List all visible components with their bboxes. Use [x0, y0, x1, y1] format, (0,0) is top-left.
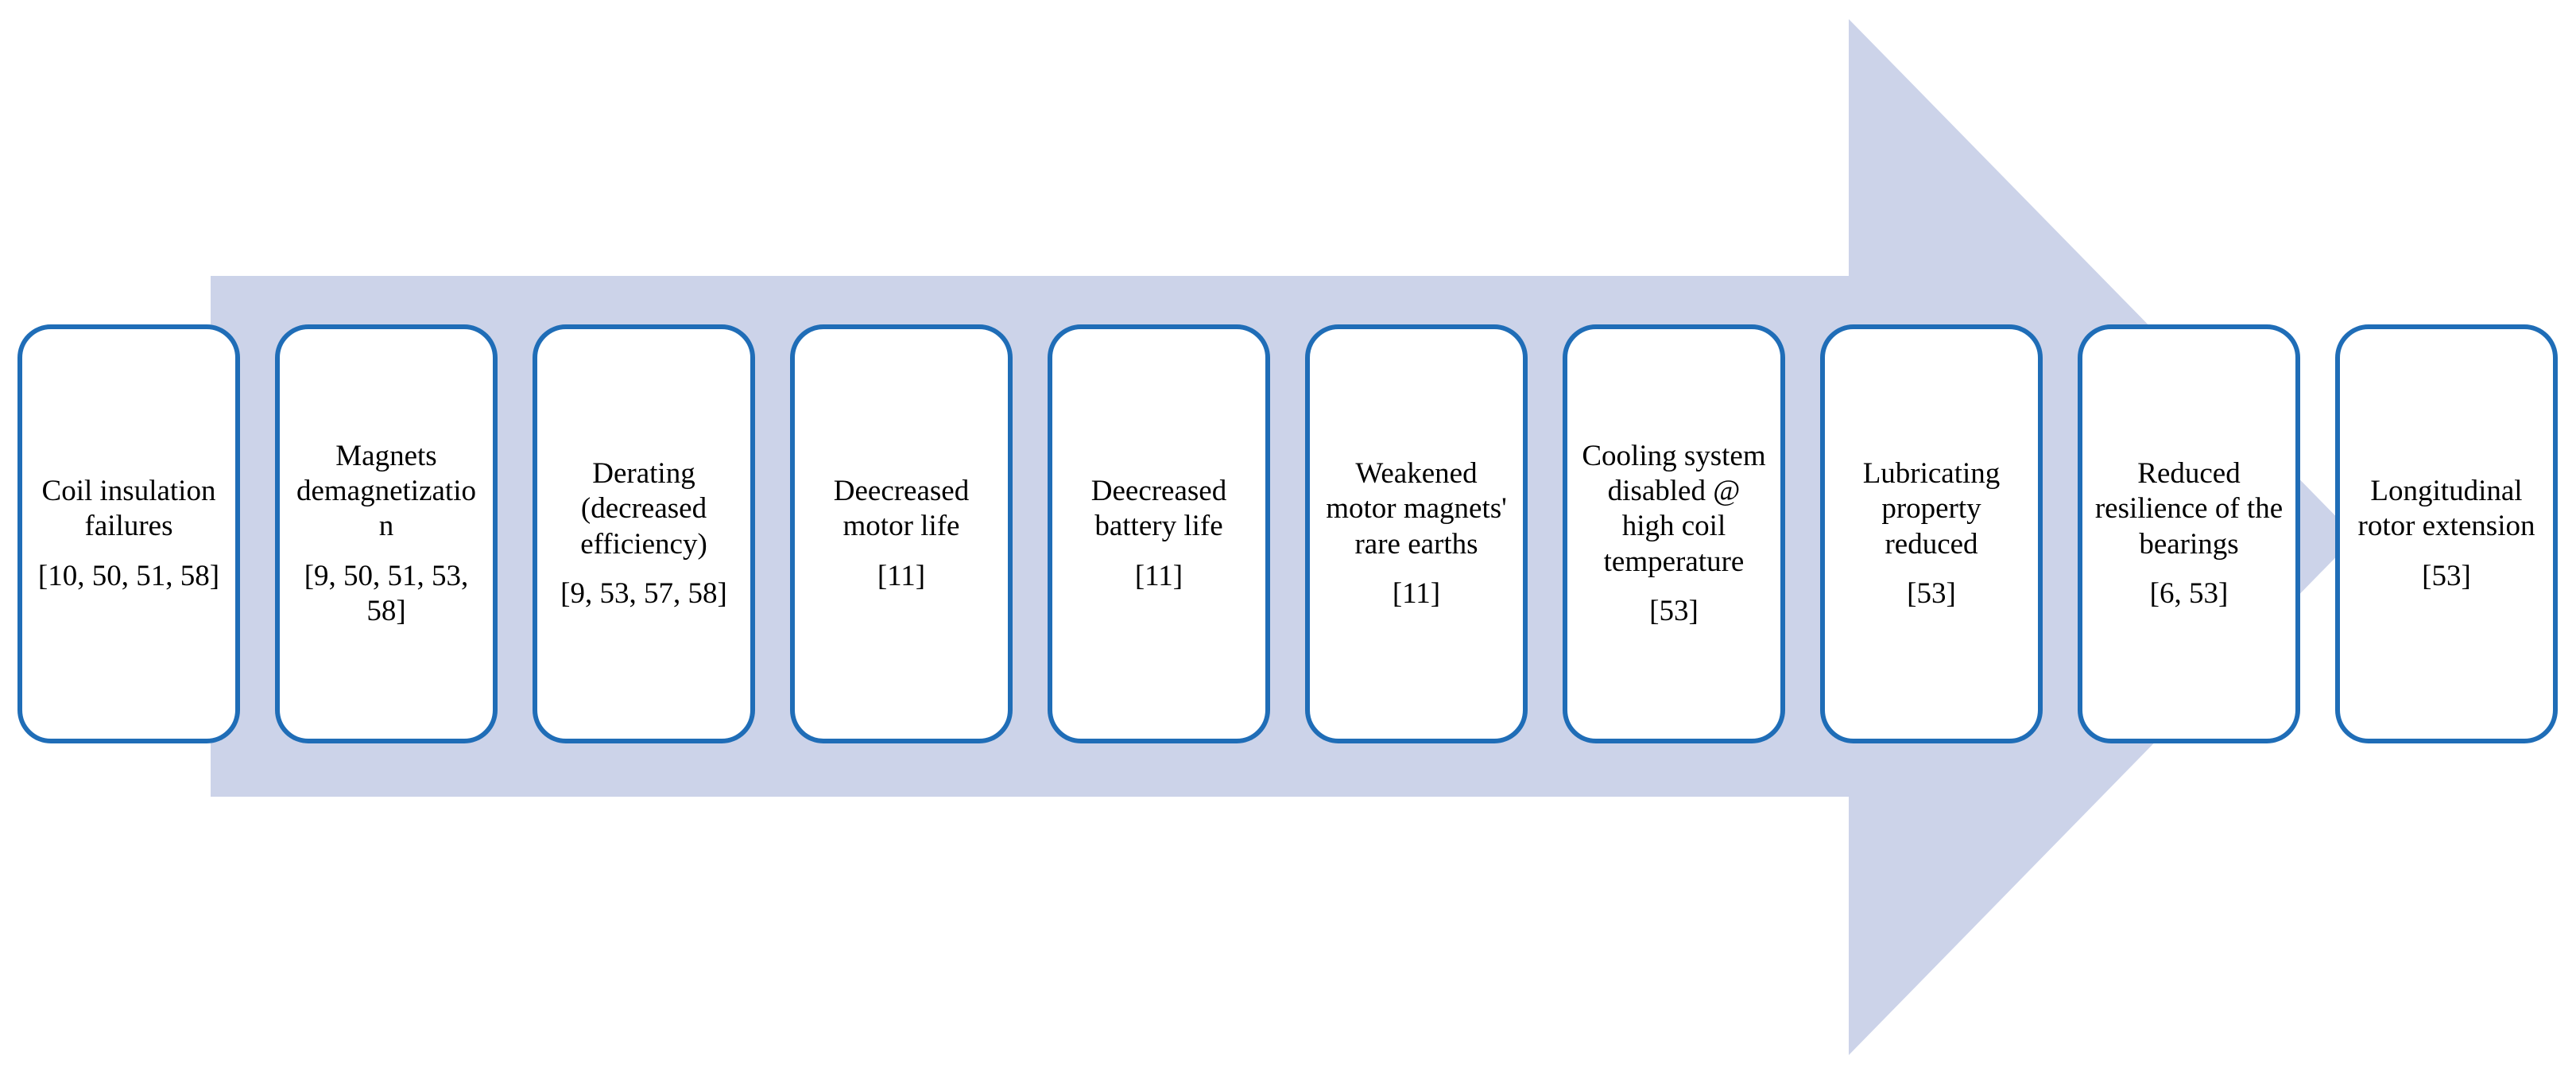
effect-label: Lubricating property reduced [1862, 456, 2001, 561]
effect-citation: [9, 53, 57, 58] [560, 576, 727, 610]
effect-box: Weakened motor magnets' rare earths [11] [1305, 324, 1528, 743]
effect-box: Lubricating property reduced [53] [1820, 324, 2043, 743]
effect-citation: [53] [1649, 595, 1699, 628]
effect-label: Deecreased motor life [833, 474, 970, 543]
effect-label: Coil insulation failures [41, 474, 216, 543]
effect-box: Derating (decreased efficiency) [9, 53, … [533, 324, 755, 743]
effect-box: Longitudinal rotor extension [53] [2335, 324, 2558, 743]
effect-citation: [10, 50, 51, 58] [37, 559, 220, 592]
effect-box: Coil insulation failures [10, 50, 51, 58… [17, 324, 240, 743]
effect-citation: [53] [1907, 576, 1956, 610]
effect-box: Reduced resilience of the bearings [6, 5… [2078, 324, 2300, 743]
effect-label: Cooling system disabled @ high coil temp… [1582, 439, 1766, 578]
effect-label: Weakened motor magnets' rare earths [1326, 456, 1507, 561]
effect-box: Deecreased motor life [11] [790, 324, 1013, 743]
effect-citation: [6, 53] [2149, 576, 2229, 610]
effect-citation: [11] [1392, 576, 1441, 610]
effect-box: Deecreased battery life [11] [1048, 324, 1270, 743]
effect-citation: [9, 50, 51, 53, 58] [304, 559, 469, 628]
effect-label: Deecreased battery life [1090, 474, 1227, 543]
effect-label: Magnets demagnetization [296, 439, 476, 543]
effect-boxes-row: Coil insulation failures [10, 50, 51, 58… [17, 324, 2558, 743]
effect-box: Magnets demagnetization [9, 50, 51, 53, … [275, 324, 498, 743]
effect-label: Derating (decreased efficiency) [580, 456, 707, 561]
effect-label: Longitudinal rotor extension [2357, 474, 2535, 543]
effect-citation: [11] [1134, 559, 1183, 592]
effect-label: Reduced resilience of the bearings [2094, 456, 2284, 561]
effect-citation: [11] [877, 559, 926, 592]
effect-box: Cooling system disabled @ high coil temp… [1563, 324, 1785, 743]
effect-citation: [53] [2422, 559, 2471, 592]
